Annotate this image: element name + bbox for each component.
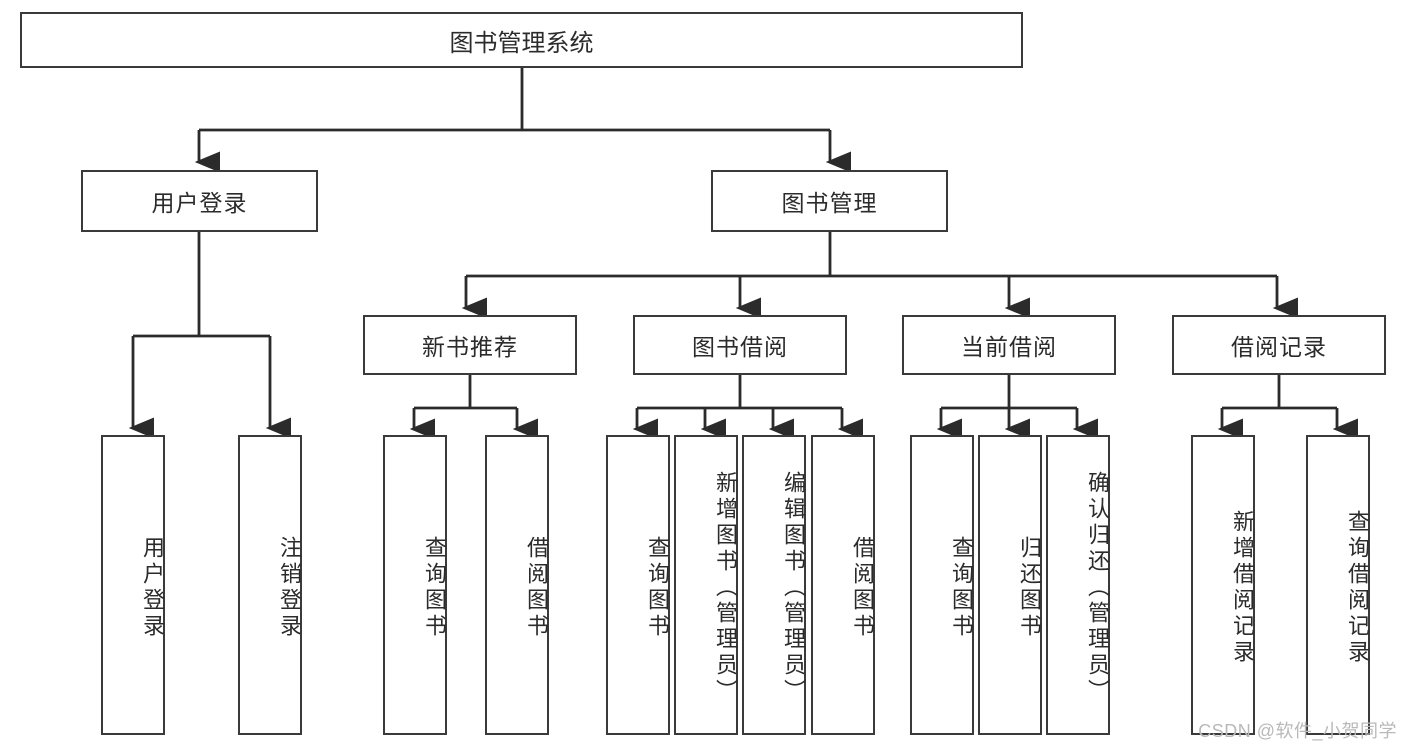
node-label: 确认归还（管理员） [1085, 471, 1110, 705]
node-leaf-query-record[interactable]: 查询借阅记录 [1306, 435, 1370, 735]
node-label: 归还图书 [1017, 536, 1042, 640]
node-user-login[interactable]: 用户登录 [81, 170, 318, 232]
node-label: 借阅图书 [850, 536, 875, 640]
node-leaf-confirm-return[interactable]: 确认归还（管理员） [1046, 435, 1110, 735]
node-leaf-user-logout[interactable]: 注销登录 [238, 435, 302, 735]
node-leaf-query-book-3[interactable]: 查询图书 [910, 435, 974, 735]
node-leaf-add-book[interactable]: 新增图书（管理员） [674, 435, 738, 735]
node-current-borrow[interactable]: 当前借阅 [902, 315, 1116, 375]
node-leaf-user-login[interactable]: 用户登录 [101, 435, 165, 735]
node-label: 查询图书 [949, 536, 974, 640]
node-label: 用户登录 [140, 536, 165, 640]
node-label: 新增图书（管理员） [713, 471, 738, 705]
node-label: 查询借阅记录 [1345, 510, 1370, 666]
node-label: 查询图书 [422, 536, 447, 640]
node-borrow-record[interactable]: 借阅记录 [1172, 315, 1386, 375]
node-leaf-add-record[interactable]: 新增借阅记录 [1191, 435, 1255, 735]
node-new-book-recommend[interactable]: 新书推荐 [363, 315, 577, 375]
node-label: 用户登录 [151, 190, 248, 216]
node-leaf-return-book[interactable]: 归还图书 [978, 435, 1042, 735]
node-label: 图书借阅 [692, 334, 788, 360]
node-book-manage[interactable]: 图书管理 [711, 170, 948, 232]
node-leaf-borrow-book-1[interactable]: 借阅图书 [485, 435, 549, 735]
node-label: 借阅记录 [1231, 334, 1327, 360]
node-root-system[interactable]: 图书管理系统 [20, 12, 1023, 68]
node-label: 新书推荐 [422, 334, 518, 360]
node-leaf-borrow-book-2[interactable]: 借阅图书 [811, 435, 875, 735]
node-label: 当前借阅 [961, 334, 1057, 360]
node-leaf-query-book-1[interactable]: 查询图书 [383, 435, 447, 735]
node-label: 图书管理系统 [449, 29, 594, 57]
node-label: 新增借阅记录 [1230, 510, 1255, 666]
node-leaf-edit-book[interactable]: 编辑图书（管理员） [742, 435, 806, 735]
node-label: 图书管理 [781, 190, 878, 216]
node-leaf-query-book-2[interactable]: 查询图书 [606, 435, 670, 735]
node-label: 编辑图书（管理员） [781, 471, 806, 705]
node-book-borrow[interactable]: 图书借阅 [633, 315, 847, 375]
watermark-text: CSDN @软件_小贺同学 [1198, 721, 1397, 741]
node-label: 查询图书 [645, 536, 670, 640]
node-label: 注销登录 [277, 536, 302, 640]
node-label: 借阅图书 [524, 536, 549, 640]
